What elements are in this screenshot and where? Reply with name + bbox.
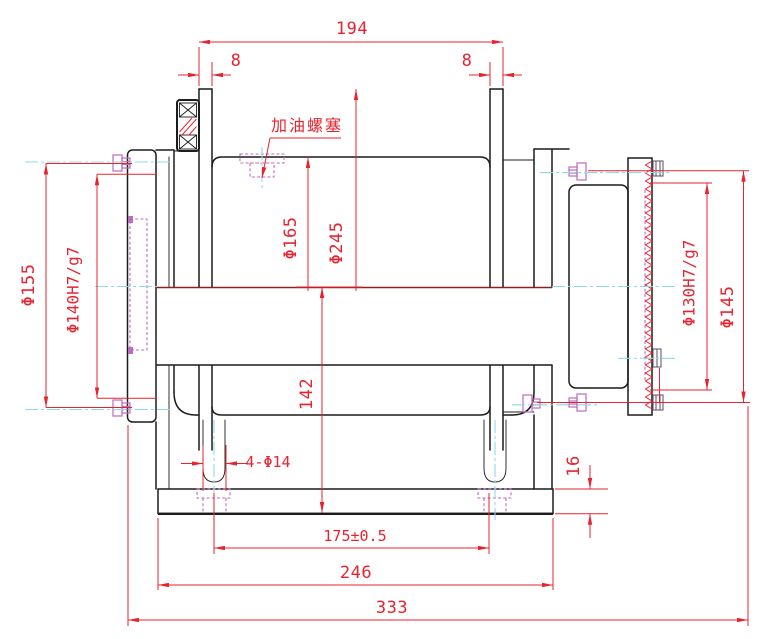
dim-base-length: 246: [340, 563, 372, 583]
barrel-top: [211, 156, 491, 168]
dim-flange-thickness-right: 8: [462, 51, 473, 71]
right-drum-flange: [489, 88, 504, 451]
dim-right-fit: Φ130H7/g7: [680, 240, 699, 327]
dim-flange-thickness-left: 8: [231, 51, 242, 71]
barrel-bottom: [211, 406, 491, 416]
dim-drum-outer-span: 194: [336, 19, 368, 39]
left-drum-flange: [198, 88, 213, 451]
part-outlines: [126, 88, 653, 515]
zigzag-spring-line: [644, 160, 653, 410]
oil-plug-label: 加油螺塞: [271, 117, 343, 135]
dim-overall-length: 333: [376, 598, 408, 618]
shaft: [156, 286, 553, 366]
dim-barrel-dia: Φ165: [281, 217, 301, 260]
oil-plug-leader: [261, 137, 271, 179]
right-cover-hex-bolt-top: [652, 160, 664, 177]
stand-left-bolt-bottom: [522, 394, 541, 413]
bolts: [112, 154, 664, 417]
right-stand-bolt-top: [568, 162, 587, 181]
dim-left-fit: Φ140H7/g7: [64, 247, 83, 334]
dim-mount-holes: 4-Φ14: [245, 453, 290, 471]
dimension-text: 194 8 8 加油螺塞 Φ155 Φ140H7/g7 Φ165 Φ245 14…: [19, 19, 738, 618]
dim-flange-dia: Φ245: [327, 222, 347, 265]
left-cover-hidden-spigot: [129, 218, 148, 351]
base-plate: [157, 488, 554, 515]
dim-base-thickness: 16: [564, 455, 584, 476]
dim-center-height: 142: [297, 378, 317, 410]
seal-hatch: [179, 117, 197, 136]
dim-right-bolt-circle: Φ145: [718, 286, 738, 329]
dimension-lines: [43, 39, 750, 626]
dim-hole-spacing: 175±0.5: [323, 527, 386, 545]
bearing-seal: [176, 99, 200, 152]
dim-left-housing-dia: Φ155: [19, 264, 39, 307]
